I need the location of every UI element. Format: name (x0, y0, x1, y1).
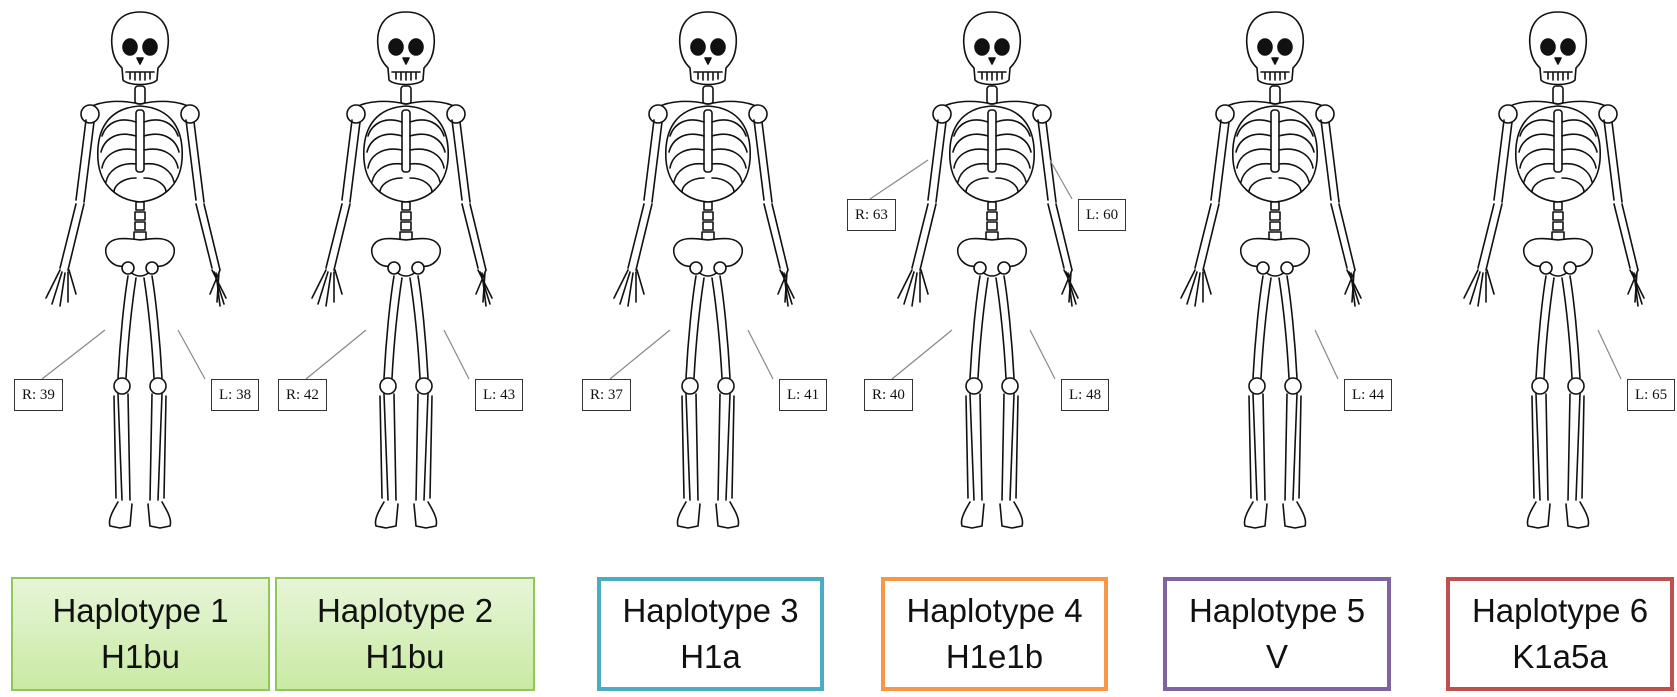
haplotype-title: Haplotype 1 (52, 588, 228, 634)
haplotype-title: Haplotype 2 (317, 588, 493, 634)
haplotype-box-5: Haplotype 5 V (1163, 577, 1391, 691)
haplotype-title: Haplotype 5 (1189, 588, 1365, 634)
haplotype-code: H1bu (366, 634, 445, 680)
leader-line (1050, 160, 1072, 199)
leader-line (892, 330, 952, 379)
haplotype-title: Haplotype 6 (1472, 588, 1648, 634)
femur-left-callout-4: L: 48 (1061, 379, 1109, 411)
haplotype-box-3: Haplotype 3 H1a (597, 577, 824, 691)
humerus-left-callout-4: L: 60 (1078, 199, 1126, 231)
haplotype-box-4: Haplotype 4 H1e1b (881, 577, 1108, 691)
leader-line (610, 330, 670, 379)
femur-right-callout-2: R: 42 (278, 379, 327, 411)
leader-line (748, 330, 773, 379)
femur-left-callout-2: L: 43 (475, 379, 523, 411)
haplotype-title: Haplotype 4 (906, 588, 1082, 634)
haplotype-box-6: Haplotype 6 K1a5a (1446, 577, 1674, 691)
haplotype-code: H1bu (101, 634, 180, 680)
leader-line (178, 330, 205, 379)
haplotype-code: V (1266, 634, 1288, 680)
haplotype-box-2: Haplotype 2 H1bu (275, 577, 535, 691)
leader-line (444, 330, 469, 379)
leader-line (1315, 330, 1338, 379)
leader-line (1030, 330, 1055, 379)
femur-left-callout-1: L: 38 (211, 379, 259, 411)
leader-line (1598, 330, 1621, 379)
humerus-right-callout-4: R: 63 (847, 199, 896, 231)
haplotype-title: Haplotype 3 (622, 588, 798, 634)
leader-line (870, 160, 928, 199)
femur-right-callout-1: R: 39 (14, 379, 63, 411)
femur-left-callout-5: L: 44 (1344, 379, 1392, 411)
haplotype-box-1: Haplotype 1 H1bu (11, 577, 270, 691)
haplotype-code: K1a5a (1512, 634, 1607, 680)
femur-right-callout-4: R: 40 (864, 379, 913, 411)
femur-left-callout-6: L: 65 (1627, 379, 1675, 411)
leader-line (306, 330, 366, 379)
leader-line (42, 330, 105, 379)
femur-left-callout-3: L: 41 (779, 379, 827, 411)
femur-right-callout-3: R: 37 (582, 379, 631, 411)
haplotype-code: H1e1b (946, 634, 1043, 680)
haplotype-code: H1a (680, 634, 741, 680)
